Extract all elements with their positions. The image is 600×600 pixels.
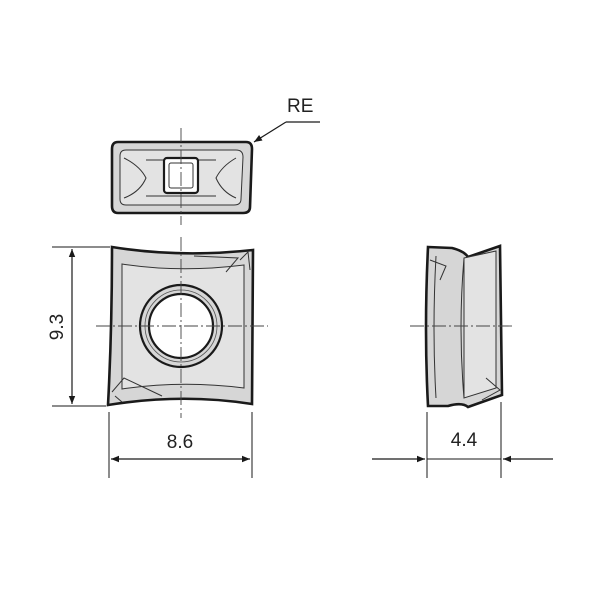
front-view-facet-top	[193, 255, 240, 273]
top-view	[110, 128, 254, 225]
front-view-facet-bottom	[111, 377, 163, 397]
front-view	[96, 237, 268, 418]
top-view-chip-groove-right	[215, 157, 237, 199]
thickness-dimension: 4.4	[372, 402, 553, 478]
thickness-label: 4.4	[451, 430, 478, 451]
corner-radius-label: RE	[287, 96, 313, 117]
side-view	[410, 244, 515, 409]
top-view-chip-groove-left	[123, 157, 147, 199]
side-view-flank	[463, 250, 497, 399]
width-dimension: 8.6	[108, 412, 253, 478]
height-dimension: 9.3	[47, 246, 110, 407]
width-label: 8.6	[167, 432, 193, 453]
corner-radius-callout: RE	[253, 96, 320, 143]
height-label: 9.3	[47, 314, 68, 340]
